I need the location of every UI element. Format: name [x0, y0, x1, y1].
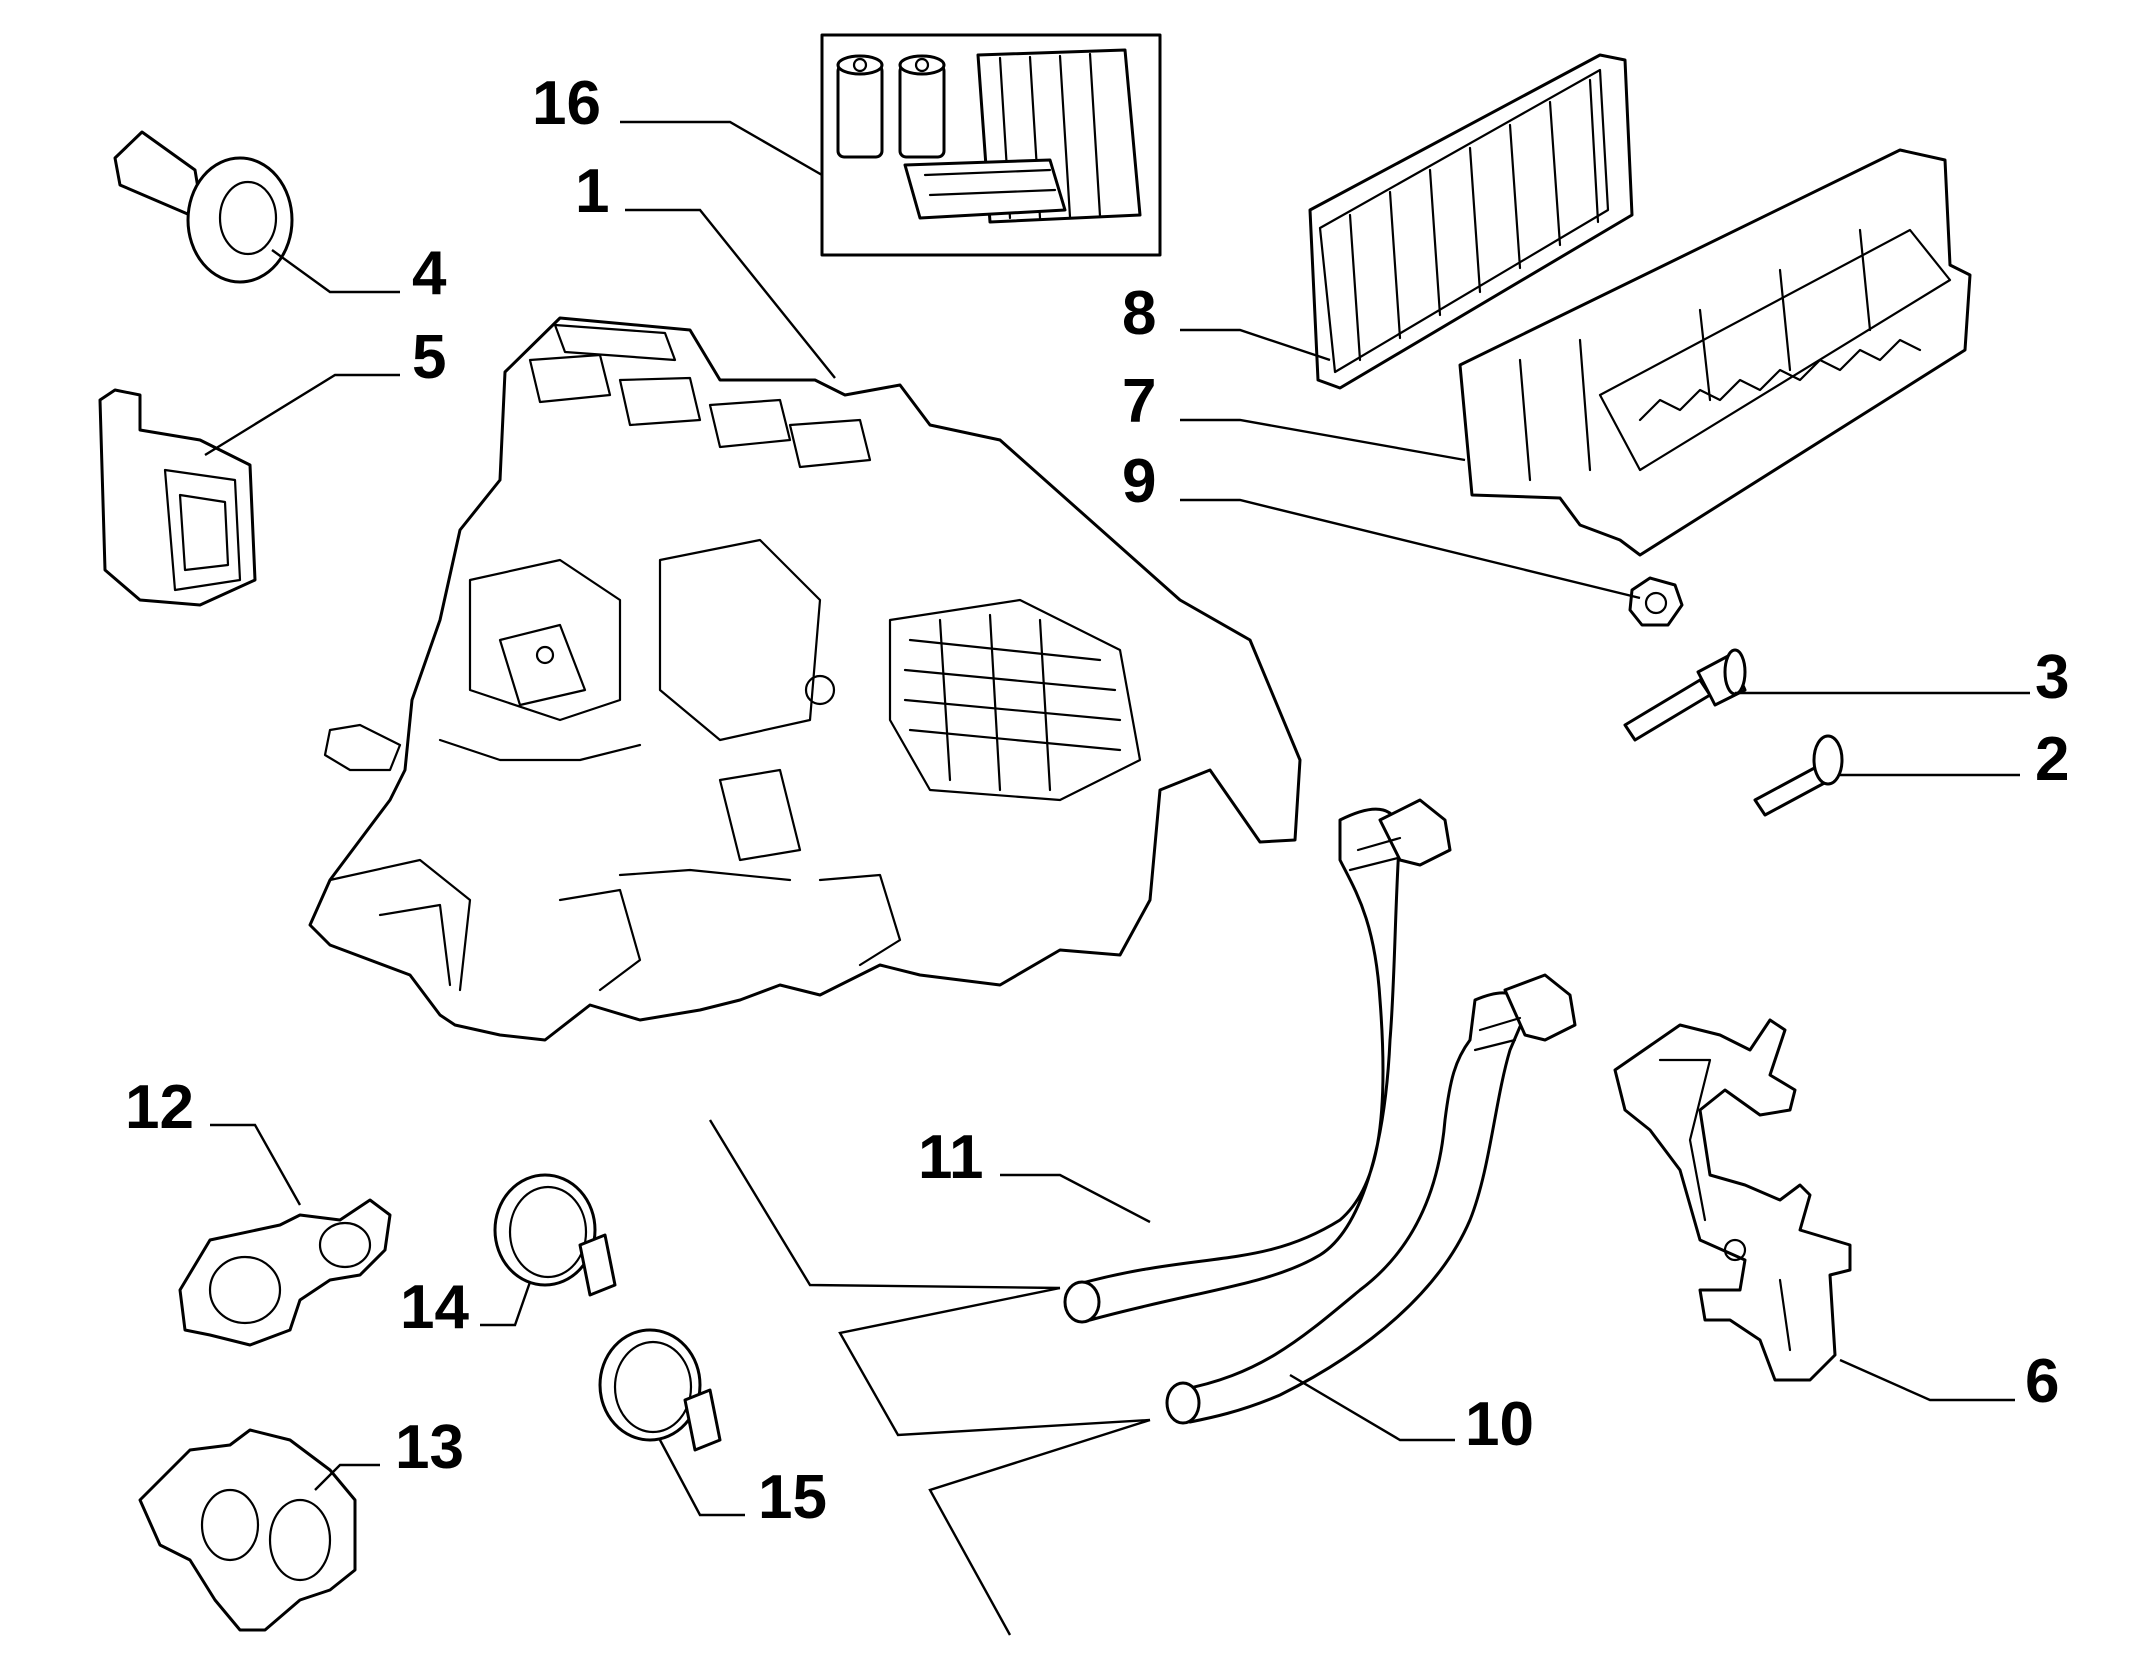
part-7-filter-housing — [1458, 148, 1972, 557]
callout-14: 14 — [400, 1273, 469, 1342]
part-16-filter-kit — [820, 33, 1162, 257]
callout-3: 3 — [2035, 643, 2069, 712]
part-13-clip — [138, 1428, 357, 1632]
part-15-hose-clamp — [598, 1328, 722, 1452]
callout-7: 7 — [1122, 367, 1156, 436]
part-5-duct-adapter — [98, 388, 257, 607]
part-2-screw — [1753, 734, 1844, 817]
callout-1: 1 — [575, 157, 609, 226]
part-8-cabin-filter — [1308, 53, 1634, 390]
part-12-clip — [178, 1198, 392, 1347]
callout-8: 8 — [1122, 279, 1156, 348]
part-4-grommet — [113, 130, 294, 284]
part-6-bracket — [1613, 1018, 1852, 1382]
part-10-hose — [1165, 973, 1577, 1425]
callout-16: 16 — [532, 69, 601, 138]
part-9-nut — [1628, 576, 1684, 627]
callout-2: 2 — [2035, 725, 2069, 794]
callout-6: 6 — [2025, 1347, 2059, 1416]
part-11-hose — [1063, 798, 1452, 1324]
callout-9: 9 — [1122, 447, 1156, 516]
callout-15: 15 — [758, 1463, 827, 1532]
callout-11: 11 — [918, 1123, 984, 1192]
callout-12: 12 — [125, 1073, 194, 1142]
part-1-hvac-housing — [308, 316, 1302, 1042]
callout-labels: 16 1 4 5 8 7 9 3 2 6 10 11 12 13 14 15 — [125, 69, 2069, 1532]
callout-13: 13 — [395, 1413, 464, 1482]
part-14-hose-clamp — [493, 1173, 617, 1297]
callout-10: 10 — [1465, 1390, 1534, 1459]
leader-lines — [204, 120, 2030, 1636]
part-3-flange-bolt — [1623, 648, 1747, 742]
callout-5: 5 — [412, 323, 446, 392]
callout-4: 4 — [412, 239, 447, 308]
